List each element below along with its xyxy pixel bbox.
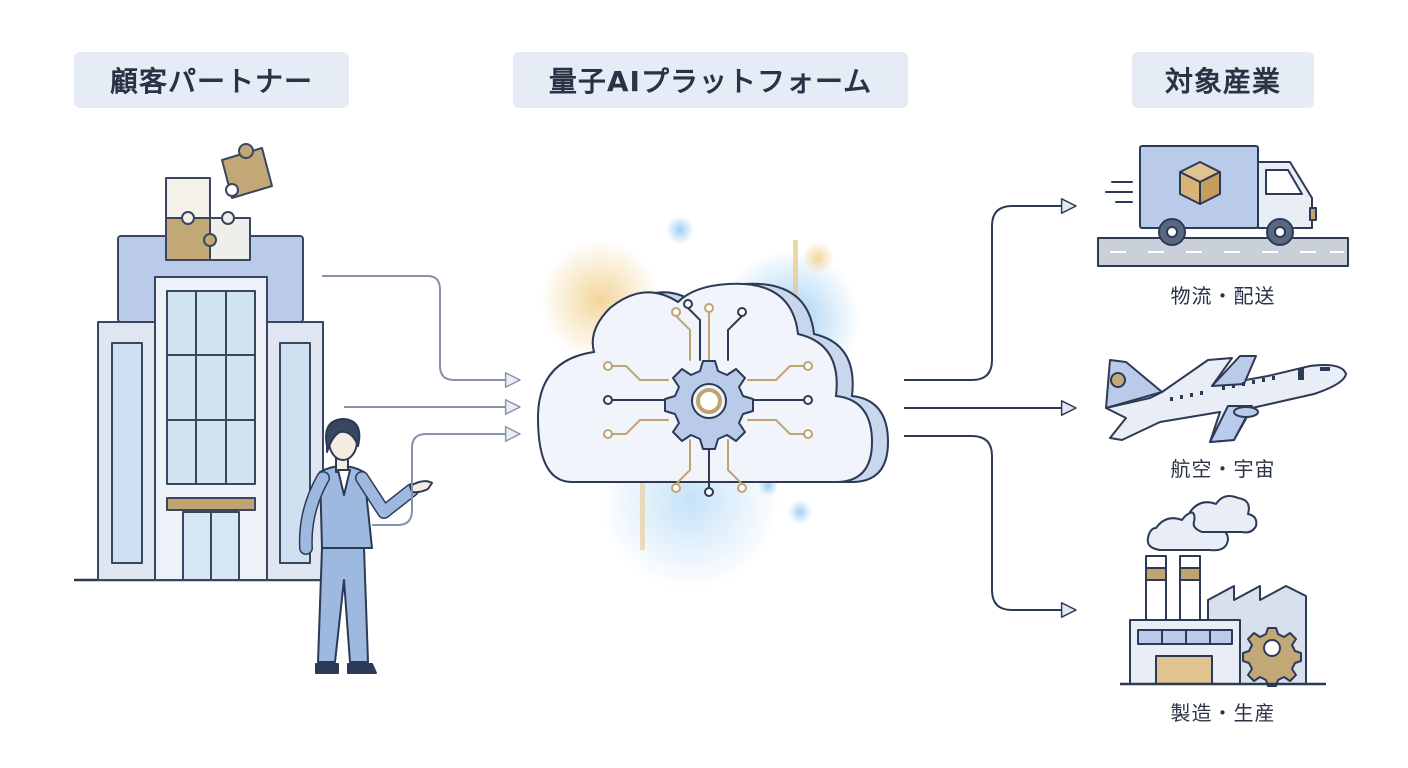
airplane-icon [1105, 355, 1347, 443]
industry-label-manufacturing: 製造・生産 [1170, 701, 1276, 725]
gear-icon [664, 360, 754, 450]
industry-label-aerospace: 航空・宇宙 [1170, 457, 1276, 481]
puzzle-pieces-icon [165, 143, 273, 261]
quantum-ai-platform-header: 量子AIプラットフォーム [513, 52, 908, 108]
office-building-icon [74, 235, 360, 582]
factory-icon [1120, 495, 1326, 687]
delivery-truck-icon [1097, 145, 1349, 267]
partner-to-platform-connectors [322, 275, 521, 526]
target-industries-header: 対象産業 [1132, 52, 1314, 108]
industry-label-logistics: 物流・配送 [1170, 284, 1276, 308]
quantum-cloud-icon [536, 216, 890, 590]
customer-partner-header: 顧客パートナー [74, 52, 349, 108]
businesswoman-icon [298, 418, 433, 674]
platform-to-industry-connectors [904, 198, 1077, 618]
